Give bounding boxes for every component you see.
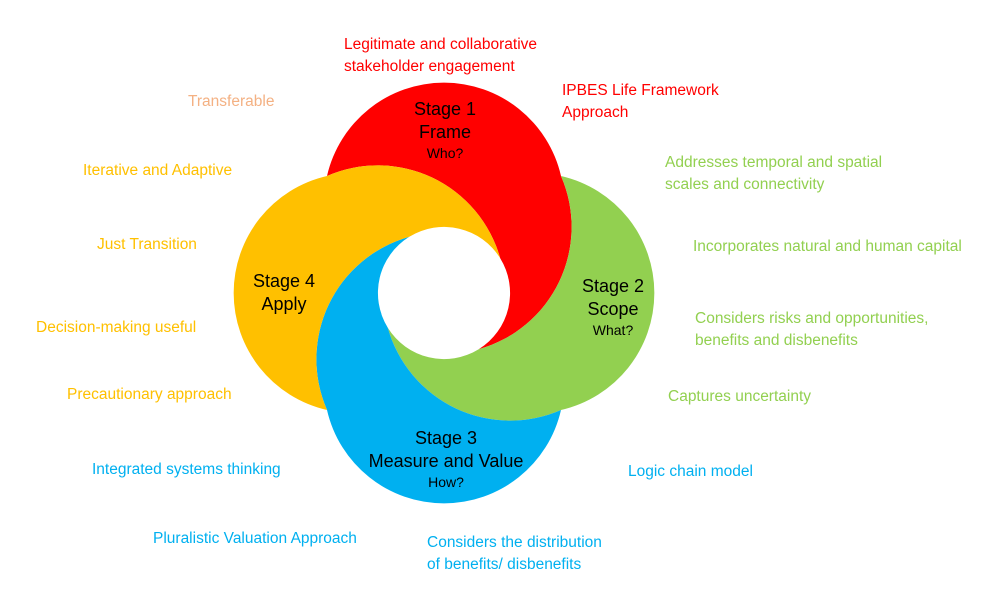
note-iterative-adaptive: Iterative and Adaptive <box>83 162 233 179</box>
stage-2-question: What? <box>592 322 634 338</box>
stage-1-question: Who? <box>426 145 464 161</box>
note-ipbes-framework: IPBES Life Framework Approach <box>562 82 719 121</box>
note-integrated-systems: Integrated systems thinking <box>92 461 281 478</box>
stage-2-title: Scope <box>587 299 639 319</box>
petal-stage3-measure <box>316 236 561 504</box>
note-natural-human-capital: Incorporates natural and human capital <box>693 238 962 255</box>
petal-stage2-scope <box>387 176 655 421</box>
petal-stage4-apply <box>233 165 501 410</box>
stage-2-label-block: Stage 2 Scope What? <box>582 275 644 340</box>
stage-1-name: Stage 1 <box>413 99 477 119</box>
stage-2-name: Stage 2 <box>581 276 645 296</box>
note-just-transition: Just Transition <box>97 236 197 253</box>
note-captures-uncertainty: Captures uncertainty <box>668 388 812 405</box>
stage-3-question: How? <box>428 474 464 490</box>
petal-stage1-frame <box>327 82 572 350</box>
note-risks-opportunities: Considers risks and opportunities, benef… <box>695 310 929 349</box>
stage-4-title: Apply <box>261 294 307 314</box>
stage-4-label-block: Stage 4 Apply <box>253 270 315 316</box>
note-decision-making-useful: Decision-making useful <box>36 319 197 336</box>
stage-1-label-block: Stage 1 Frame Who? <box>414 98 476 163</box>
stage-4-name: Stage 4 <box>252 271 316 291</box>
stage-3-label-block: Stage 3 Measure and Value How? <box>369 427 524 492</box>
note-distribution-benefits: Considers the distribution of benefits/ … <box>427 534 602 573</box>
note-precautionary-approach: Precautionary approach <box>67 386 232 403</box>
note-stakeholder-engagement: Legitimate and collaborative stakeholder… <box>344 36 538 75</box>
stage-1-title: Frame <box>418 122 471 142</box>
note-pluralistic-valuation: Pluralistic Valuation Approach <box>153 530 357 547</box>
stage-3-name: Stage 3 <box>414 428 478 448</box>
note-logic-chain-model: Logic chain model <box>628 463 753 480</box>
stage-3-title: Measure and Value <box>368 451 524 471</box>
note-temporal-spatial-scales: Addresses temporal and spatial scales an… <box>665 154 883 193</box>
note-transferable: Transferable <box>188 93 275 110</box>
